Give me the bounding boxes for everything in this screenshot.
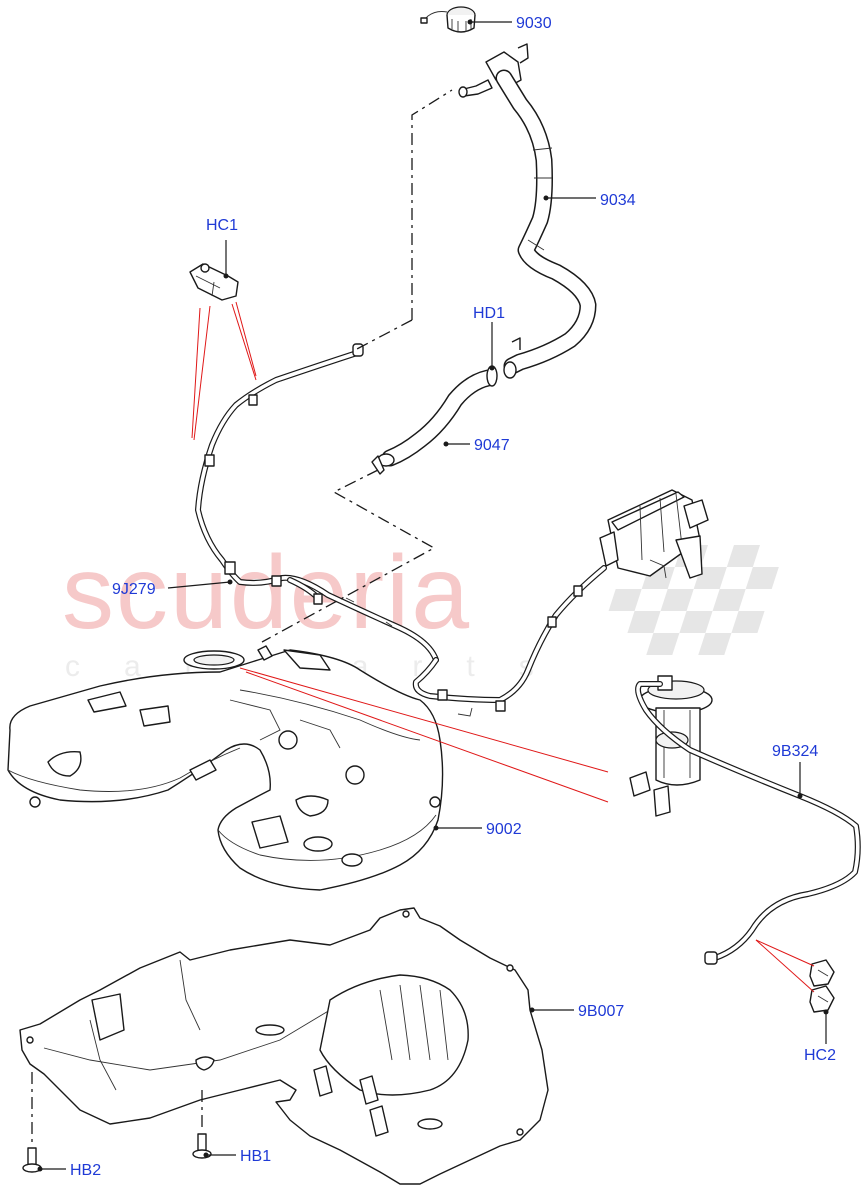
callout-hc1: HC1 [206, 217, 238, 234]
callout-9034: 9034 [600, 192, 636, 209]
clip-hc1-part [189, 263, 239, 301]
fuel-pump-module-part [629, 675, 713, 817]
vapour-line-9j279-part [195, 343, 439, 663]
watermark-checker-flag [608, 545, 779, 655]
heat-shield-part [19, 907, 549, 1185]
clip-hc2-part [809, 959, 835, 1013]
callout-9002: 9002 [486, 821, 522, 838]
line-9b324-part [635, 681, 861, 965]
callout-hd1: HD1 [473, 305, 505, 322]
filler-cap-part [420, 6, 476, 33]
red-reference-lines [191, 301, 815, 993]
callout-labels: 9030 9034 HC1 HD1 9047 9J279 9B324 9002 … [70, 15, 836, 1179]
callout-9b007: 9B007 [578, 1003, 624, 1020]
callout-hc2: HC2 [804, 1047, 836, 1064]
callout-9030: 9030 [516, 15, 552, 32]
callout-leaders [37, 19, 829, 1172]
watermark: scuderia car parts [62, 535, 779, 683]
callout-hb1: HB1 [240, 1148, 271, 1165]
callout-hb2: HB2 [70, 1162, 101, 1179]
bolt-hb2-part [22, 1147, 42, 1173]
assembly-dash-lines [31, 89, 453, 1146]
canister-line-part [412, 565, 607, 717]
callout-9j279: 9J279 [112, 581, 156, 598]
callout-9b324: 9B324 [772, 743, 818, 760]
fuel-tank-part [7, 645, 444, 891]
hose-9047-part [371, 365, 498, 475]
filler-pipe-part [458, 43, 597, 379]
carbon-canister-part [599, 489, 709, 579]
callout-9047: 9047 [474, 437, 510, 454]
